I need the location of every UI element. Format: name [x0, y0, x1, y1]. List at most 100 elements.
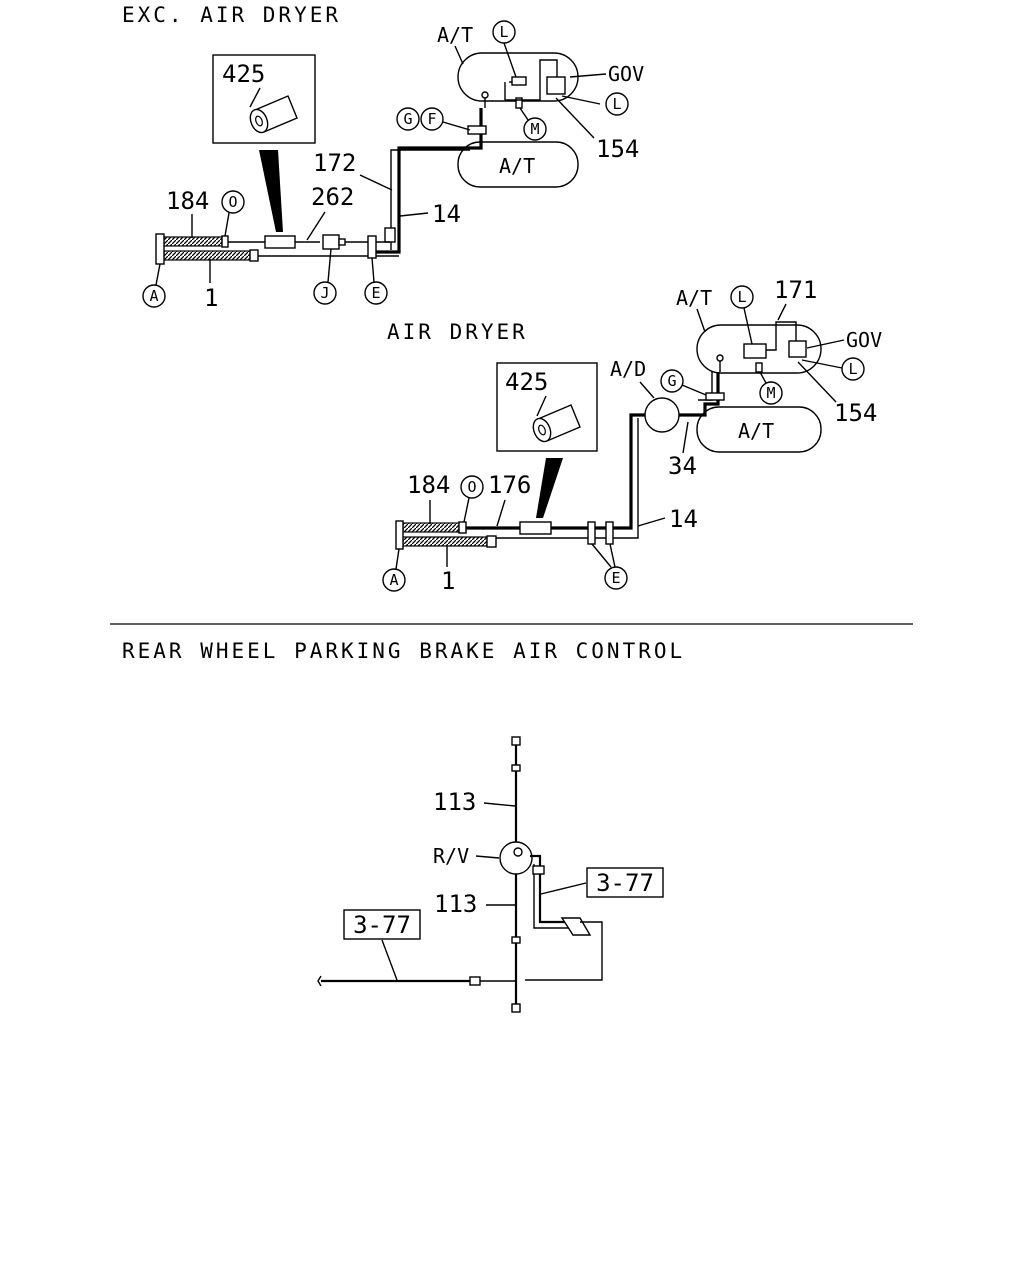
marker-f: F — [420, 107, 444, 131]
leader — [777, 303, 787, 321]
svg-text:L: L — [848, 360, 857, 378]
control-line — [530, 854, 568, 924]
leader — [569, 73, 607, 78]
svg-text:G: G — [667, 372, 676, 390]
diagram-exc-air-dryer: EXC. AIR DRYER A/T A/T GOV 154 — [122, 3, 644, 312]
callout-pointer — [259, 150, 283, 232]
svg-text:G: G — [403, 110, 412, 128]
hose-184-label: 184 — [407, 471, 450, 499]
leader — [609, 543, 616, 568]
insert-425-label: 425 — [222, 60, 265, 88]
leader — [696, 308, 706, 333]
return-line — [525, 921, 603, 981]
pipe-113-bottom-label: 113 — [434, 890, 477, 918]
pipe-1-label: 1 — [204, 284, 218, 312]
flex-hose-1 — [163, 250, 251, 261]
flex-hose-184 — [163, 236, 223, 247]
leader — [224, 212, 230, 237]
ref-box-left: 3-77 — [343, 909, 421, 940]
air-tank-upper — [696, 324, 822, 374]
air-line-inner — [390, 149, 470, 250]
clip-e2 — [605, 521, 614, 545]
bulkhead-a — [155, 233, 165, 265]
relay-valve-label: R/V — [433, 844, 469, 868]
sleeve-icon — [532, 404, 581, 443]
flex-hose-1 — [402, 536, 488, 547]
fitting — [532, 865, 545, 875]
gov-label: GOV — [846, 328, 882, 352]
leader — [637, 517, 666, 527]
marker-e: E — [364, 281, 388, 305]
fitting-l — [743, 343, 767, 359]
svg-text:J: J — [320, 284, 329, 302]
svg-text:A: A — [389, 571, 398, 589]
marker-j: J — [313, 281, 337, 305]
leader — [399, 212, 429, 217]
leader — [306, 211, 326, 241]
clip-e1 — [587, 521, 596, 545]
callout-pointer — [536, 458, 563, 518]
leader — [496, 499, 506, 527]
pipe-113-top-label: 113 — [433, 788, 476, 816]
marker-o: O — [460, 475, 484, 499]
air-tank-lower — [696, 406, 822, 453]
brake-valve — [560, 917, 592, 936]
relay-valve — [499, 841, 533, 875]
leader — [155, 263, 161, 286]
leader — [359, 174, 393, 191]
svg-text:L: L — [499, 23, 508, 41]
hose-end — [221, 235, 229, 248]
pipe-34-label: 34 — [668, 452, 697, 480]
insert-425-label: 425 — [505, 368, 548, 396]
sleeve-icon — [249, 95, 298, 134]
governor — [788, 340, 807, 358]
insert-425 — [519, 521, 552, 535]
leader — [681, 384, 707, 396]
ref-box-right: 3-77 — [586, 867, 664, 898]
check-valve-j-port — [338, 238, 346, 246]
marker-g: G — [396, 107, 420, 131]
hose-172-label: 172 — [313, 149, 356, 177]
leader — [540, 882, 587, 895]
hose-176-label: 176 — [488, 471, 531, 499]
diagram1-title: EXC. AIR DRYER — [122, 3, 341, 27]
marker-l-right: L — [605, 92, 629, 116]
diagram3-title: REAR WHEEL PARKING BRAKE AIR CONTROL — [122, 639, 685, 663]
part-154-label: 154 — [834, 399, 877, 427]
fitting-m — [755, 362, 763, 373]
svg-text:3-77: 3-77 — [596, 869, 654, 897]
hose-262-label: 262 — [311, 183, 354, 211]
relay-valve-port — [513, 847, 523, 857]
leader — [591, 543, 612, 568]
part-154-label: 154 — [596, 135, 639, 163]
leader — [555, 97, 595, 139]
svg-text:M: M — [530, 120, 539, 138]
diagram2-title: AIR DRYER — [387, 320, 528, 344]
elbow-fitting — [384, 227, 396, 243]
air-tank-lower — [457, 141, 579, 188]
marker-e: E — [604, 566, 628, 590]
check-valve-j — [322, 234, 340, 250]
pipe-14-label: 14 — [669, 505, 698, 533]
leader — [806, 339, 845, 349]
svg-text:M: M — [766, 384, 775, 402]
governor-line — [504, 59, 558, 101]
leader — [371, 257, 375, 283]
svg-text:L: L — [612, 95, 621, 113]
flex-hose-184 — [402, 522, 460, 533]
leader — [395, 548, 400, 570]
pipe-end-bottom — [511, 1003, 521, 1013]
leader — [682, 421, 689, 454]
leader — [801, 359, 843, 369]
leader — [442, 121, 471, 131]
bulkhead-a — [395, 520, 404, 550]
hose-end — [458, 521, 467, 534]
svg-text:3-77: 3-77 — [353, 911, 411, 939]
marker-l-top: L — [492, 20, 516, 44]
drain-cock — [481, 91, 489, 99]
leader — [797, 361, 837, 403]
line-break — [317, 975, 322, 987]
pipe-1-label: 1 — [441, 567, 455, 595]
marker-l-top: L — [730, 285, 754, 309]
marker-o: O — [221, 190, 245, 214]
